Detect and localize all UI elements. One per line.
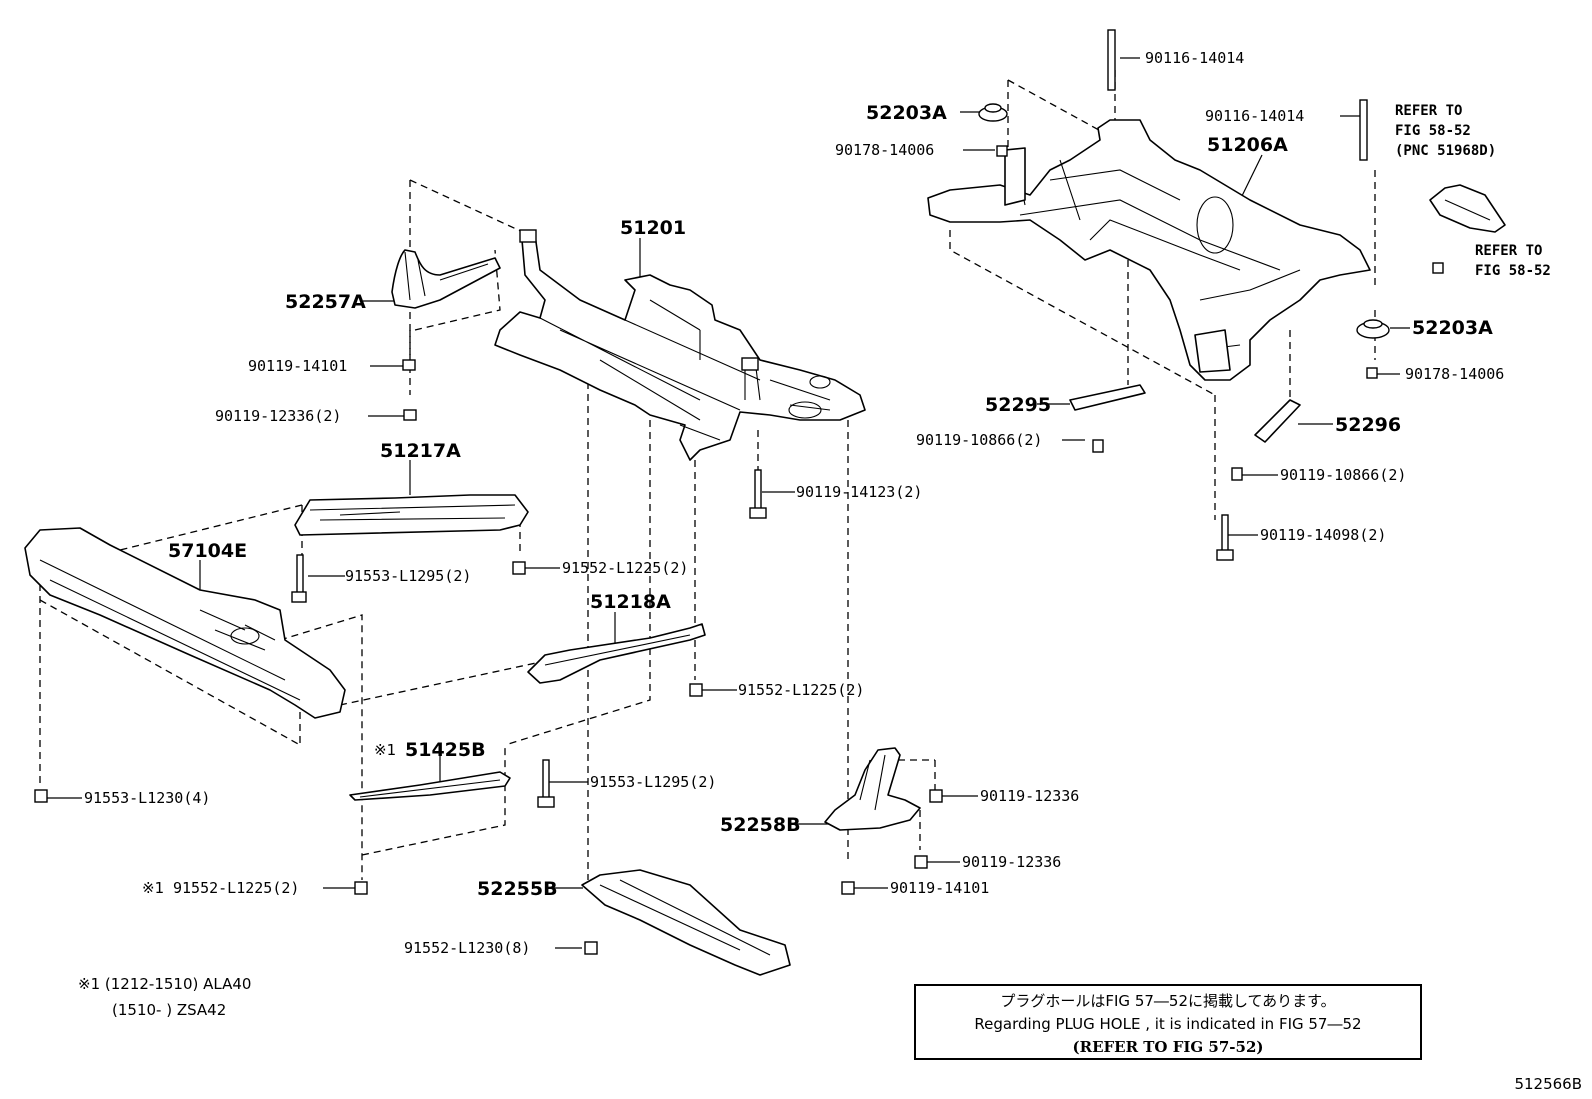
label-51218a: 51218A (590, 591, 671, 613)
link-52296 (1254, 399, 1301, 443)
figure-number: 512566B (1514, 1075, 1582, 1093)
leader-lines (45, 57, 1410, 949)
assembly-dashed-lines (39, 70, 1376, 880)
label-90119-14101-b: 90119-14101 (890, 879, 989, 897)
label-91553-l1295-a: 91553-L1295(2) (345, 567, 471, 585)
label-90119-14123: 90119-14123(2) (796, 483, 922, 501)
bracket-52258b (824, 747, 921, 831)
label-91552-l1225-b: 91552-L1225(2) (738, 681, 864, 699)
plug-hole-note: プラグホールはFIG 57―52に掲載してあります。 Regarding PLU… (914, 984, 1422, 1060)
footnote-line-2: (1510- ) ZSA42 (112, 1001, 226, 1019)
front-crossmember-51201 (494, 229, 866, 461)
bar-51218a (527, 623, 706, 684)
cover-57104e (24, 527, 346, 719)
note-refer: (REFER TO FIG 57-52) (1072, 1038, 1264, 1056)
label-52255b: 52255B (477, 878, 558, 900)
label-91552-l1225-c-mark: ※1 (142, 879, 164, 897)
label-51201: 51201 (620, 217, 686, 239)
label-refer-a1: REFER TO (1395, 103, 1462, 119)
label-90116-14014-top: 90116-14014 (1145, 49, 1244, 67)
label-51206a: 51206A (1207, 134, 1288, 156)
rear-crossmember-51206a (927, 119, 1371, 381)
label-52203a-a: 52203A (866, 102, 947, 124)
note-japanese: プラグホールはFIG 57―52に掲載してあります。 (1000, 992, 1336, 1010)
label-90178-14006-b: 90178-14006 (1405, 365, 1504, 383)
label-90119-12336-a: 90119-12336 (980, 787, 1079, 805)
label-refer-b2: FIG 58-52 (1475, 263, 1551, 279)
part-labels: 90116-14014 90116-14014 52203A 90178-140… (78, 49, 1551, 1019)
label-refer-a2: FIG 58-52 (1395, 123, 1471, 139)
label-90119-10866-a: 90119-10866(2) (916, 431, 1042, 449)
label-refer-b1: REFER TO (1475, 243, 1542, 259)
label-52203a-b: 52203A (1412, 317, 1493, 339)
label-51425b-mark: ※1 (374, 741, 396, 759)
label-91553-l1230: 91553-L1230(4) (84, 789, 210, 807)
label-52295: 52295 (985, 394, 1051, 416)
label-90119-12336-2: 90119-12336(2) (215, 407, 341, 425)
link-52295 (1069, 384, 1146, 411)
fasteners (34, 29, 1444, 955)
bar-51425b (349, 771, 511, 801)
label-91552-l1225-a: 91552-L1225(2) (562, 559, 688, 577)
label-52258b: 52258B (720, 814, 801, 836)
label-refer-a3: (PNC 51968D) (1395, 143, 1496, 159)
label-90119-14101-a: 90119-14101 (248, 357, 347, 375)
label-52296: 52296 (1335, 414, 1401, 436)
label-90119-10866-b: 90119-10866(2) (1280, 466, 1406, 484)
label-51217a: 51217A (380, 440, 461, 462)
panel-51217a (294, 494, 529, 536)
label-90178-14006-a: 90178-14006 (835, 141, 934, 159)
label-52257a: 52257A (285, 291, 366, 313)
label-91553-l1295-b: 91553-L1295(2) (590, 773, 716, 791)
bracket-52257a (391, 249, 501, 309)
bracket-refer-fig-58-52 (1429, 184, 1506, 233)
note-english: Regarding PLUG HOLE , it is indicated in… (974, 1015, 1362, 1033)
label-90119-14098: 90119-14098(2) (1260, 526, 1386, 544)
plate-52255b (581, 869, 791, 976)
label-91552-l1230: 91552-L1230(8) (404, 939, 530, 957)
footnote-line-1: ※1 (1212-1510) ALA40 (78, 975, 251, 993)
label-51425b: 51425B (405, 739, 486, 761)
label-90119-12336-b: 90119-12336 (962, 853, 1061, 871)
label-91552-l1225-c: 91552-L1225(2) (173, 879, 299, 897)
label-57104e: 57104E (168, 540, 247, 562)
label-90116-14014-b: 90116-14014 (1205, 107, 1304, 125)
